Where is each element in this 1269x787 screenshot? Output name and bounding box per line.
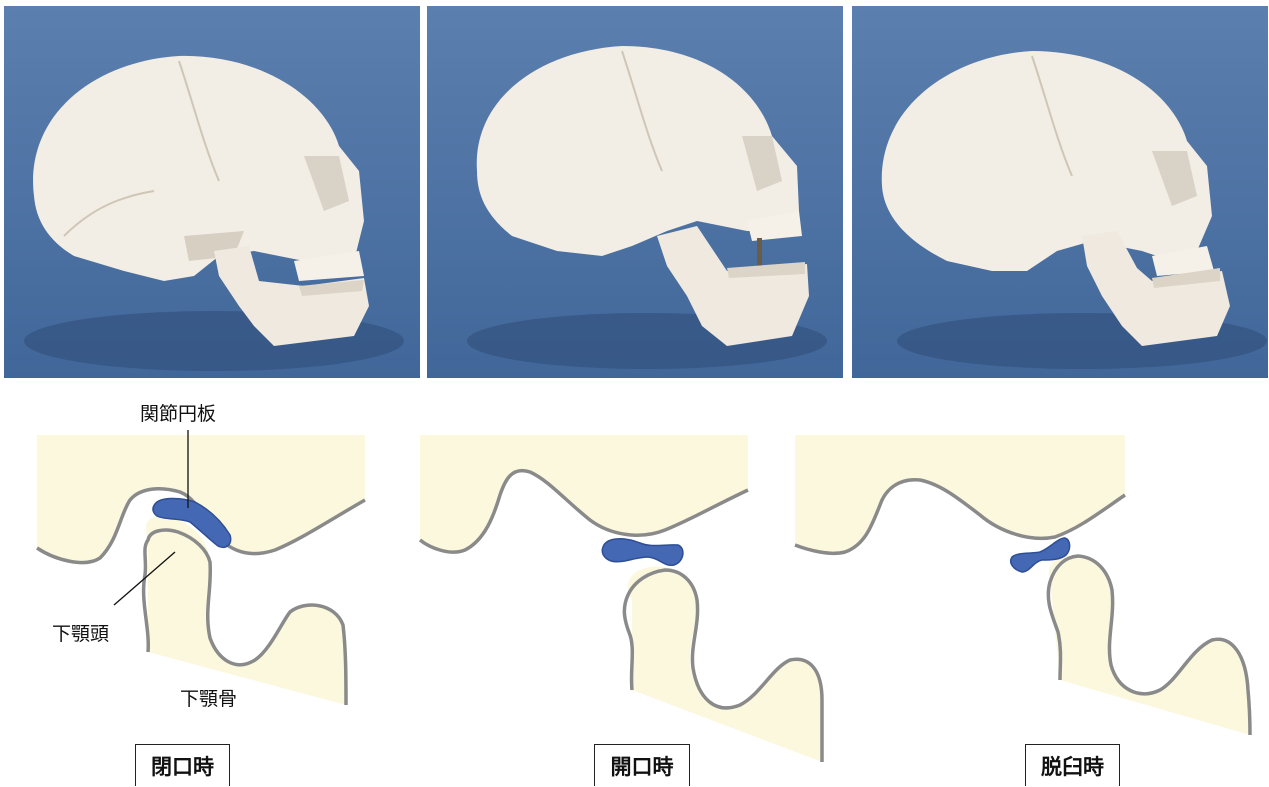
temporal-bone-fill: [795, 435, 1125, 553]
diagram-open: [420, 435, 822, 762]
state-label-closed: 閉口時: [135, 744, 230, 786]
diagram-closed: 関節円板 下顎頭 下顎骨: [37, 403, 365, 710]
state-label-open: 開口時: [594, 744, 690, 786]
disc-label: 関節円板: [140, 403, 216, 425]
diagram-dislocated: [795, 435, 1250, 735]
articular-disc: [602, 539, 683, 565]
mandible-label: 下顎骨: [180, 688, 237, 710]
state-label-dislocated: 脱臼時: [1025, 744, 1120, 786]
mandible-fill: [628, 567, 822, 762]
temporal-bone-fill: [420, 435, 748, 552]
mandible-fill: [1049, 556, 1250, 735]
condyle-label: 下顎頭: [52, 623, 109, 645]
